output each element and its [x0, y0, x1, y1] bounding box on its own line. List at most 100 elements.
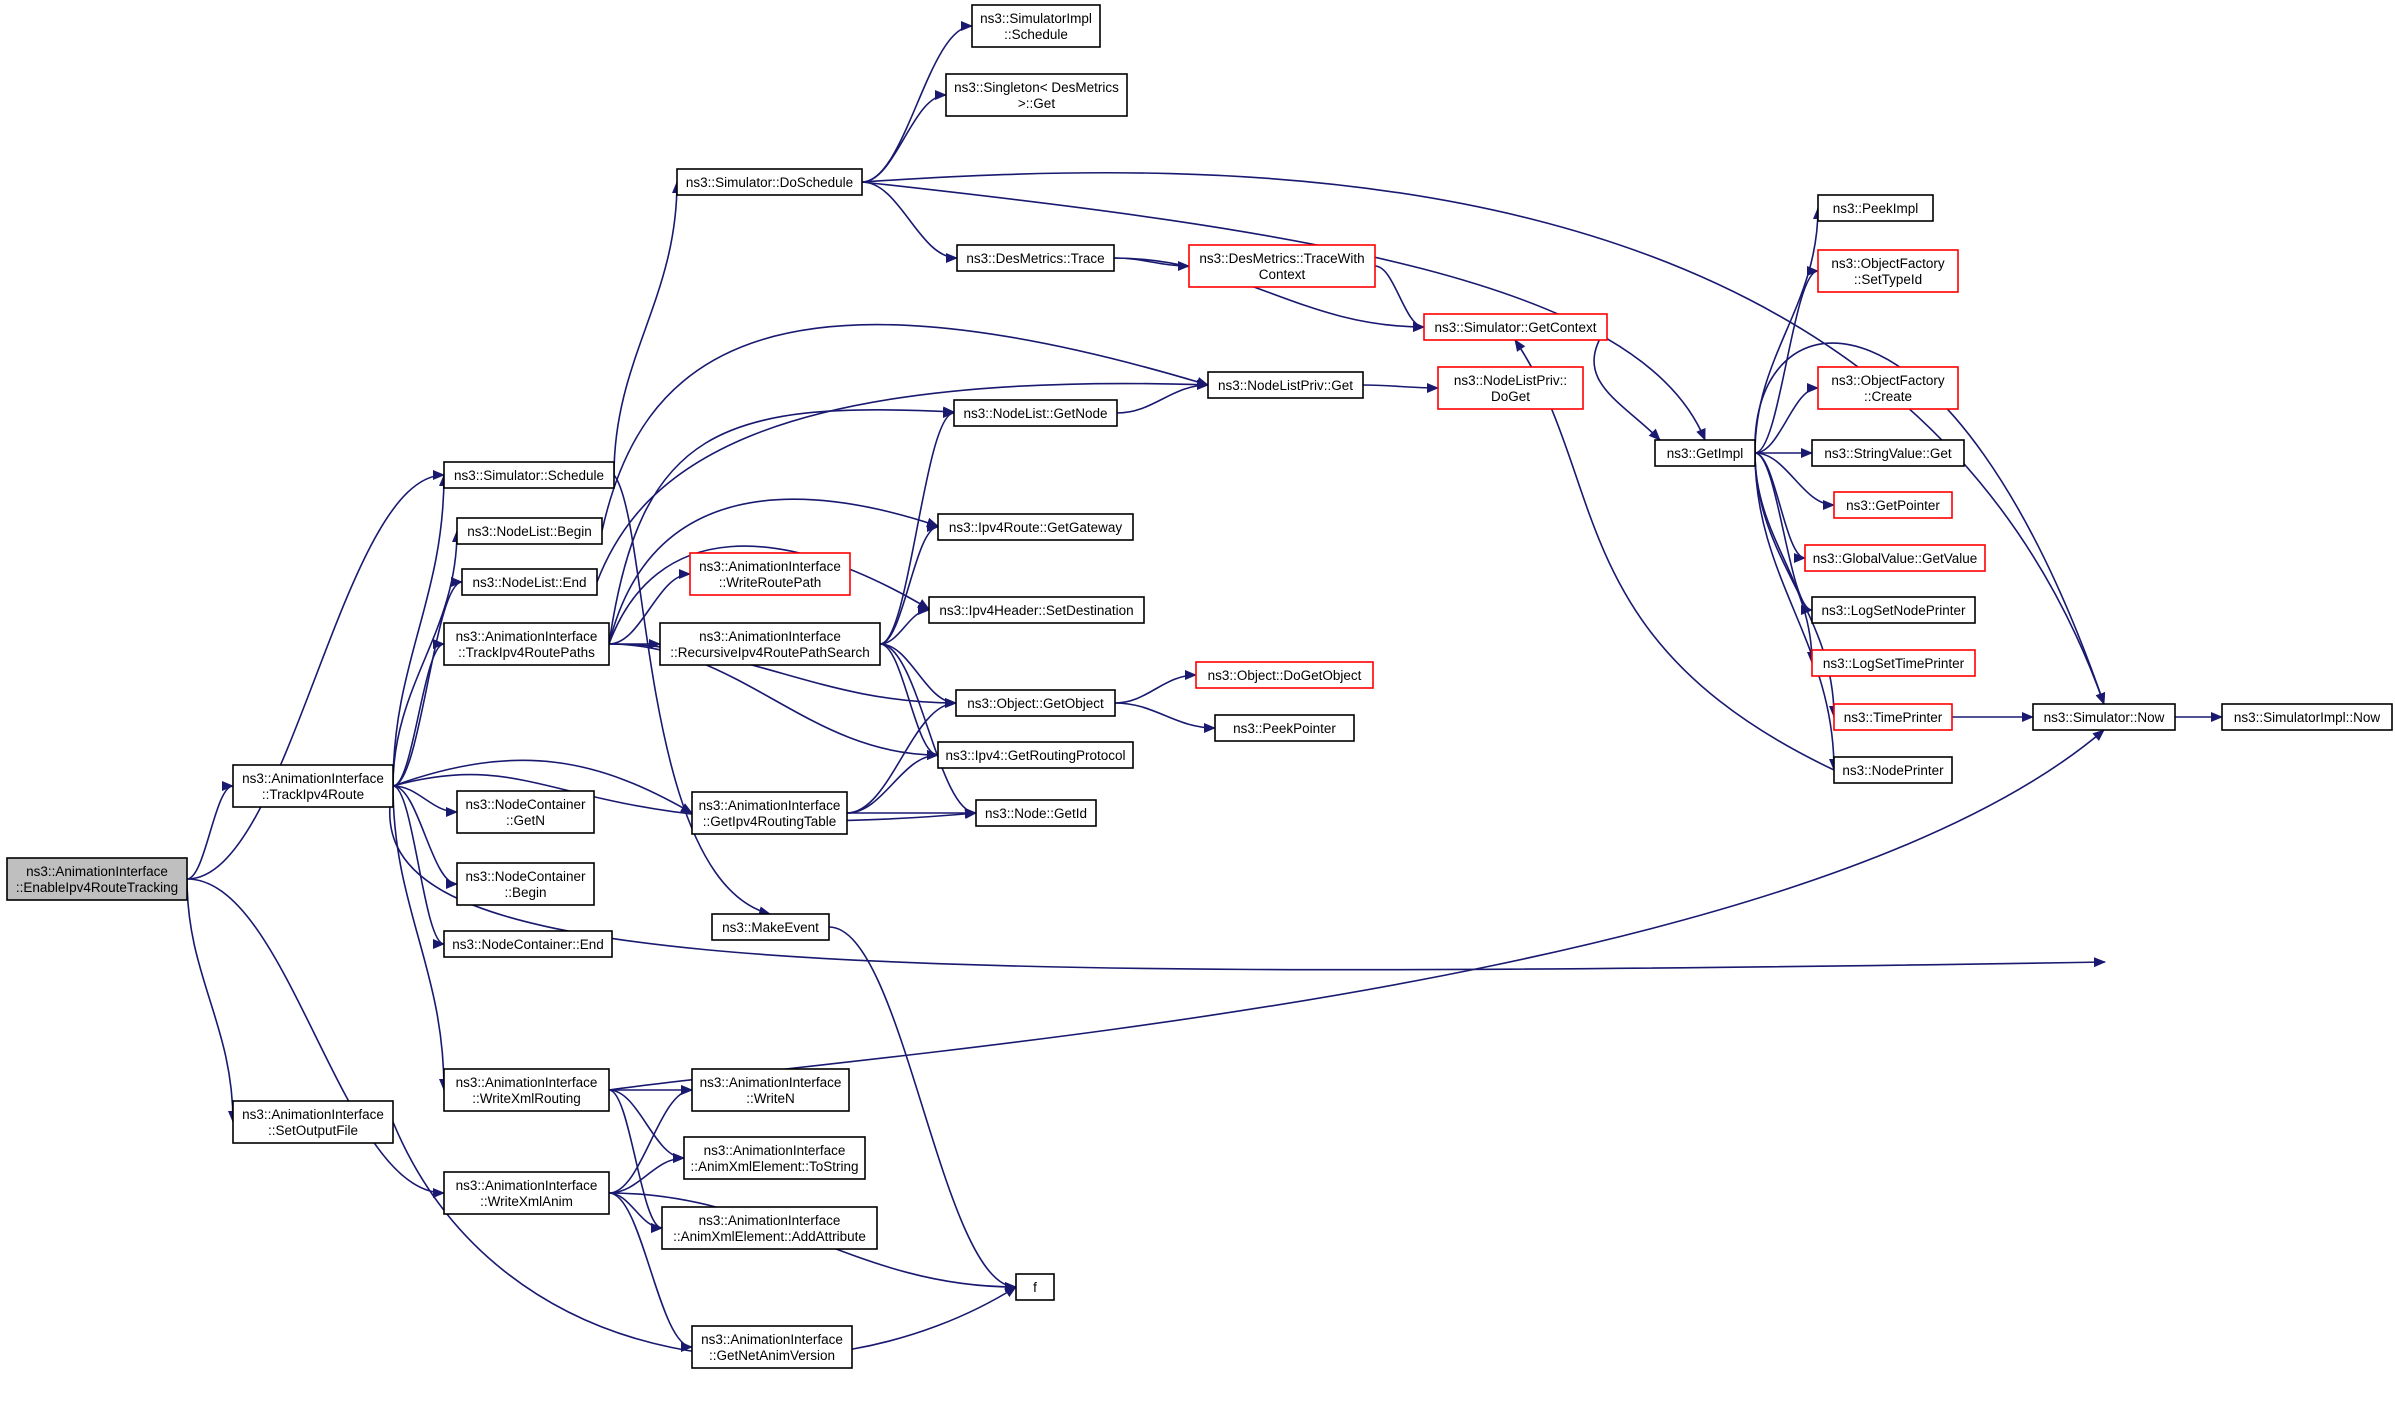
- node-box: [1195, 661, 1374, 689]
- node-ncbegin[interactable]: ns3::NodeContainer::Begin: [456, 862, 595, 906]
- edge-getcontext-to-getimpl: [1593, 326, 1661, 441]
- node-logsettimeprinter[interactable]: ns3::LogSetTimePrinter: [1811, 649, 1976, 677]
- node-nlbegin[interactable]: ns3::NodeList::Begin: [456, 517, 603, 545]
- node-setout[interactable]: ns3::AnimationInterface::SetOutputFile: [232, 1100, 394, 1144]
- node-box: [1811, 439, 1965, 467]
- node-doschedule[interactable]: ns3::Simulator::DoSchedule: [676, 168, 863, 196]
- node-label: ::TrackIpv4Route: [262, 787, 364, 802]
- node-box: [1817, 249, 1959, 293]
- node-track[interactable]: ns3::AnimationInterface::TrackIpv4Route: [232, 764, 394, 808]
- edge-doschedule-to-destrace: [861, 181, 958, 263]
- node-timeprinter[interactable]: ns3::TimePrinter: [1833, 703, 1953, 731]
- node-nlprivget[interactable]: ns3::NodeListPriv::Get: [1207, 371, 1364, 399]
- node-ncend[interactable]: ns3::NodeContainer::End: [443, 930, 613, 958]
- node-box: [443, 622, 610, 666]
- node-logsetnodeprinter[interactable]: ns3::LogSetNodePrinter: [1811, 596, 1976, 624]
- node-box: [691, 1068, 850, 1112]
- edge-setout-to-f: [392, 1121, 1017, 1358]
- node-label: ns3::Object::GetObject: [967, 696, 1104, 711]
- node-label: ::WriteRoutePath: [719, 575, 822, 590]
- node-wxanim[interactable]: ns3::AnimationInterface::WriteXmlAnim: [443, 1171, 610, 1215]
- node-getroutingproto[interactable]: ns3::Ipv4::GetRoutingProtocol: [937, 741, 1134, 769]
- edge-nlend-to-nlprivget: [596, 379, 1209, 583]
- node-getcontext[interactable]: ns3::Simulator::GetContext: [1423, 313, 1608, 341]
- node-writeroutepath[interactable]: ns3::AnimationInterface::WriteRoutePath: [689, 552, 851, 596]
- node-schedule[interactable]: ns3::Simulator::Schedule: [443, 461, 615, 489]
- node-setdest[interactable]: ns3::Ipv4Header::SetDestination: [928, 596, 1145, 624]
- edge-doschedule-to-singleton: [861, 90, 947, 183]
- edge-recursive-to-getgateway: [879, 522, 939, 645]
- node-label: ns3::TimePrinter: [1844, 710, 1943, 725]
- node-label: ns3::NodeContainer::End: [452, 937, 604, 952]
- node-simimplnow[interactable]: ns3::SimulatorImpl::Now: [2221, 703, 2393, 731]
- node-label: ns3::SimulatorImpl: [980, 11, 1092, 26]
- node-nodeprinter[interactable]: ns3::NodePrinter: [1833, 756, 1953, 784]
- edge-wxanim-to-tostring: [608, 1153, 685, 1194]
- node-nlprivdoget[interactable]: ns3::NodeListPriv::DoGet: [1437, 366, 1584, 410]
- node-label: ns3::GetPointer: [1846, 498, 1940, 513]
- node-label: ns3::AnimationInterface: [242, 771, 384, 786]
- node-label: ns3::AnimationInterface: [704, 1143, 846, 1158]
- node-singleton[interactable]: ns3::Singleton< DesMetrics>::Get: [945, 73, 1128, 117]
- node-tostring[interactable]: ns3::AnimationInterface::AnimXmlElement:…: [683, 1136, 866, 1180]
- edge-nlgetnode-to-nlprivget: [1116, 380, 1209, 414]
- node-box: [1811, 649, 1976, 677]
- node-getimpl[interactable]: ns3::GetImpl: [1654, 439, 1756, 467]
- edge-nlbegin-to-nlprivget: [601, 323, 1209, 532]
- node-label: ::AnimXmlElement::ToString: [690, 1159, 858, 1174]
- node-peekpointer[interactable]: ns3::PeekPointer: [1214, 714, 1355, 742]
- node-box: [945, 73, 1128, 117]
- node-box: [1015, 1273, 1055, 1301]
- node-getnetanim[interactable]: ns3::AnimationInterface::GetNetAnimVersi…: [691, 1325, 853, 1369]
- node-addattr[interactable]: ns3::AnimationInterface::AnimXmlElement:…: [661, 1206, 878, 1250]
- node-label: ns3::SimulatorImpl::Now: [2234, 710, 2381, 725]
- node-ofsettypeid[interactable]: ns3::ObjectFactory::SetTypeId: [1817, 249, 1959, 293]
- node-label: ::RecursiveIpv4RoutePathSearch: [670, 645, 870, 660]
- node-label: ns3::Simulator::GetContext: [1434, 320, 1596, 335]
- edge-recursive-to-getroutingproto: [879, 643, 939, 760]
- edge-recursive-to-nlgetnode: [879, 408, 955, 645]
- edge-getimpl-to-peekimpl: [1754, 207, 1823, 454]
- node-box: [1817, 194, 1934, 222]
- edge-enable-to-wxanim: [186, 878, 445, 1198]
- node-wxrouting[interactable]: ns3::AnimationInterface::WriteXmlRouting: [443, 1068, 610, 1112]
- node-box: [937, 741, 1134, 769]
- node-label: ns3::Node::GetId: [985, 806, 1087, 821]
- node-getpointer[interactable]: ns3::GetPointer: [1833, 491, 1953, 519]
- node-enable[interactable]: ns3::AnimationInterface::EnableIpv4Route…: [6, 857, 188, 901]
- node-makeevent[interactable]: ns3::MakeEvent: [711, 913, 830, 941]
- edge-wxrouting-to-tostring: [608, 1089, 685, 1163]
- node-peekimpl[interactable]: ns3::PeekImpl: [1817, 194, 1934, 222]
- node-label: ns3::NodeContainer: [465, 869, 586, 884]
- node-writen[interactable]: ns3::AnimationInterface::WriteN: [691, 1068, 850, 1112]
- node-nlgetnode[interactable]: ns3::NodeList::GetNode: [953, 399, 1118, 427]
- node-getgateway[interactable]: ns3::Ipv4Route::GetGateway: [937, 513, 1134, 541]
- node-label: ns3::AnimationInterface: [700, 1075, 842, 1090]
- node-label: ns3::GetImpl: [1667, 446, 1744, 461]
- edge-track-to-schedule: [392, 474, 449, 787]
- node-trackpaths[interactable]: ns3::AnimationInterface::TrackIpv4RouteP…: [443, 622, 610, 666]
- node-recursive[interactable]: ns3::AnimationInterface::RecursiveIpv4Ro…: [659, 622, 881, 666]
- node-box: [6, 857, 188, 901]
- node-nodegetid[interactable]: ns3::Node::GetId: [975, 799, 1097, 827]
- node-label: ::Schedule: [1004, 27, 1068, 42]
- edge-getipv4rt-to-getobject: [846, 698, 957, 814]
- node-getobject[interactable]: ns3::Object::GetObject: [955, 689, 1116, 717]
- node-getipv4rt[interactable]: ns3::AnimationInterface::GetIpv4RoutingT…: [691, 791, 848, 835]
- node-destrace[interactable]: ns3::DesMetrics::Trace: [956, 244, 1115, 272]
- node-gvgetvalue[interactable]: ns3::GlobalValue::GetValue: [1804, 544, 1986, 572]
- node-simnow[interactable]: ns3::Simulator::Now: [2032, 703, 2176, 731]
- node-label: ns3::DesMetrics::Trace: [966, 251, 1104, 266]
- node-box: [443, 1068, 610, 1112]
- node-nlend[interactable]: ns3::NodeList::End: [461, 568, 598, 596]
- node-f[interactable]: f: [1015, 1273, 1055, 1301]
- node-box: [1804, 544, 1986, 572]
- node-ofcreate[interactable]: ns3::ObjectFactory::Create: [1817, 366, 1959, 410]
- node-strvalget[interactable]: ns3::StringValue::Get: [1811, 439, 1965, 467]
- edge-getobject-to-peekpointer: [1114, 702, 1216, 733]
- node-ncgetn[interactable]: ns3::NodeContainer::GetN: [456, 790, 595, 834]
- node-simimplsched[interactable]: ns3::SimulatorImpl::Schedule: [971, 4, 1101, 48]
- node-dogetobject[interactable]: ns3::Object::DoGetObject: [1195, 661, 1374, 689]
